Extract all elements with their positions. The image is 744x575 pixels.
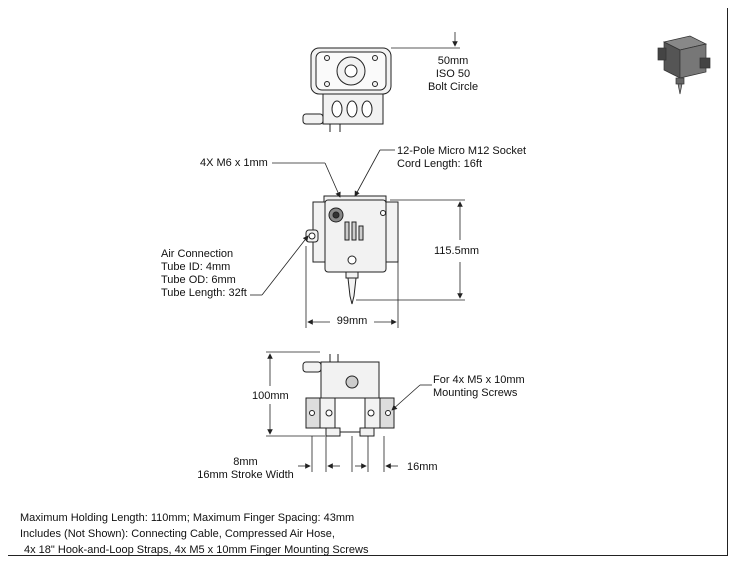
bottom-dimensions (266, 351, 432, 472)
width-dimension-label: 99mm (330, 315, 374, 328)
m6-screws-label: 4X M6 x 1mm (200, 157, 268, 169)
socket-label: 12-Pole Micro M12 Socket Cord Length: 16… (397, 145, 526, 170)
top-dimension (391, 32, 460, 49)
mounting-screws-label: For 4x M5 x 10mm Mounting Screws (433, 374, 525, 399)
finger-width-label: 16mm (407, 461, 438, 473)
height-dimension-label: 115.5mm (434, 245, 480, 257)
front-dimensions (250, 149, 465, 328)
note-line: Maximum Holding Length: 110mm; Maximum F… (20, 512, 355, 524)
front-view (305, 195, 399, 305)
notes-block: Maximum Holding Length: 110mm; Maximum F… (20, 510, 368, 558)
bottom-view (302, 354, 395, 437)
product-thumbnail (657, 35, 711, 95)
top-view (302, 47, 392, 132)
note-line: 4x 18" Hook-and-Loop Straps, 4x M5 x 10m… (24, 544, 369, 556)
bottom-height-label: 100mm (252, 390, 289, 402)
drawing-frame (8, 8, 728, 556)
bolt-circle-label: 50mm ISO 50 Bolt Circle (427, 55, 479, 93)
note-line: Includes (Not Shown): Connecting Cable, … (20, 528, 335, 540)
air-connection-label: Air Connection Tube ID: 4mm Tube OD: 6mm… (161, 248, 247, 299)
stroke-width-label: 8mm 16mm Stroke Width (197, 456, 294, 481)
